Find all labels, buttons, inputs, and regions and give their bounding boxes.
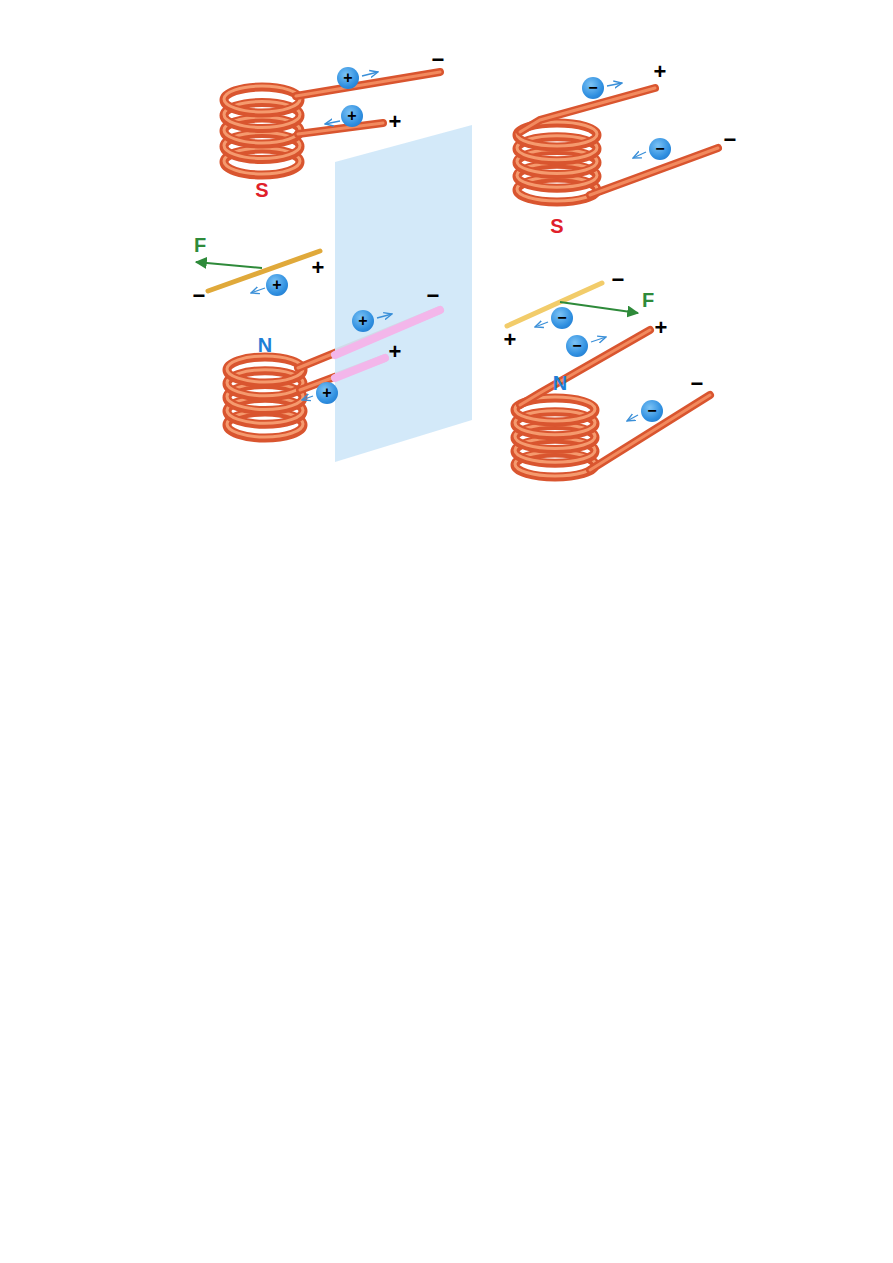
charge-sign: + [322,385,331,401]
motion-arrow [607,83,622,86]
polarity-sign: − [432,49,445,71]
charge-sign: + [347,108,356,124]
motion-arrow [627,415,638,421]
charge-circle: − [649,138,671,160]
charge-sign: − [557,310,566,326]
coil-turn [227,357,303,383]
motion-arrow [251,288,265,293]
charge-sign: + [358,313,367,329]
coil-turn [224,87,300,113]
leads-behind-plane [335,310,440,378]
polarity-sign: + [655,317,668,339]
charge-sign: − [588,80,597,96]
coil-lead-highlight [298,123,383,134]
charge-sign: + [272,277,281,293]
motion-arrow [302,396,313,400]
coil-lead-through-plane [335,310,440,355]
polarity-sign: + [389,341,402,363]
polarity-sign: + [389,111,402,133]
pole-label: S [255,180,268,200]
polarity-sign: − [427,285,440,307]
coil [515,330,710,477]
charge-circle: + [341,105,363,127]
motion-arrow [633,152,646,158]
pole-label: N [553,373,567,393]
coil-lead [298,123,383,134]
motion-arrow [377,314,392,318]
motion-arrow [362,72,378,76]
force-label: F [194,235,206,255]
coil [517,88,718,202]
conductor [208,251,320,291]
charge-circle: − [566,335,588,357]
polarity-sign: − [612,269,625,291]
polarity-sign: − [691,373,704,395]
coil-lead [520,330,650,405]
charge-circle: + [266,274,288,296]
coil-lead-highlight [520,330,650,405]
charge-sign: − [572,338,581,354]
charge-sign: + [343,70,352,86]
polarity-sign: − [724,129,737,151]
charge-sign: − [647,403,656,419]
pole-label: S [550,216,563,236]
coil-lead-highlight [590,395,710,470]
charge-circle: + [352,310,374,332]
motion-arrow [325,121,340,124]
polarity-sign: + [654,61,667,83]
coil-turn-highlight [227,356,303,382]
coil-lead [590,395,710,470]
motion-arrow [591,337,606,342]
charge-circle: − [551,307,573,329]
charge-circle: + [316,382,338,404]
polarity-sign: + [312,257,325,279]
coil-turn-highlight [224,86,300,112]
motion-arrow [535,322,548,327]
charge-circle: − [641,400,663,422]
polarity-sign: − [193,285,206,307]
force-arrow [196,262,262,268]
coil-lead [296,72,440,96]
conductors [208,251,602,326]
force-arrow [560,302,638,313]
charge-sign: − [655,141,664,157]
force-label: F [642,290,654,310]
charge-circle: + [337,67,359,89]
plane [335,125,472,462]
charge-circle: − [582,77,604,99]
pole-label: N [258,335,272,355]
polarity-sign: + [504,329,517,351]
coil-lead-highlight [296,72,440,96]
coil-lead-through-plane [335,358,385,378]
